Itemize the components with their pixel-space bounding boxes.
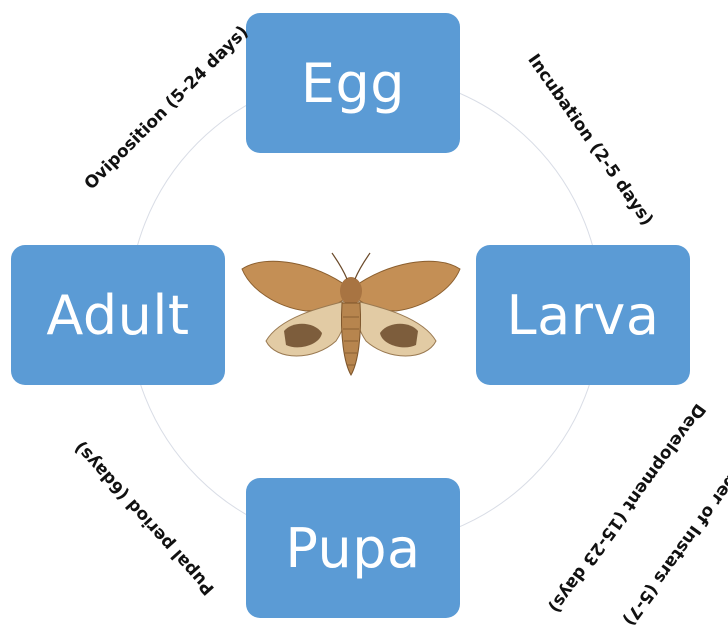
stage-adult: Adult (11, 245, 225, 385)
moth-right-antenna (355, 253, 370, 279)
moth-left-forewing (242, 261, 348, 311)
label-instars: Number of Instars (5-7) (618, 435, 728, 629)
stage-egg: Egg (246, 13, 460, 153)
moth-left-antenna (332, 253, 347, 279)
moth-abdomen (341, 303, 360, 375)
stage-larva: Larva (476, 245, 690, 385)
moth-thorax (340, 277, 362, 305)
moth-right-forewing (354, 261, 460, 311)
moth-icon (236, 245, 466, 385)
stage-pupa: Pupa (246, 478, 460, 618)
label-development: Development (15-23 days) (544, 400, 709, 617)
